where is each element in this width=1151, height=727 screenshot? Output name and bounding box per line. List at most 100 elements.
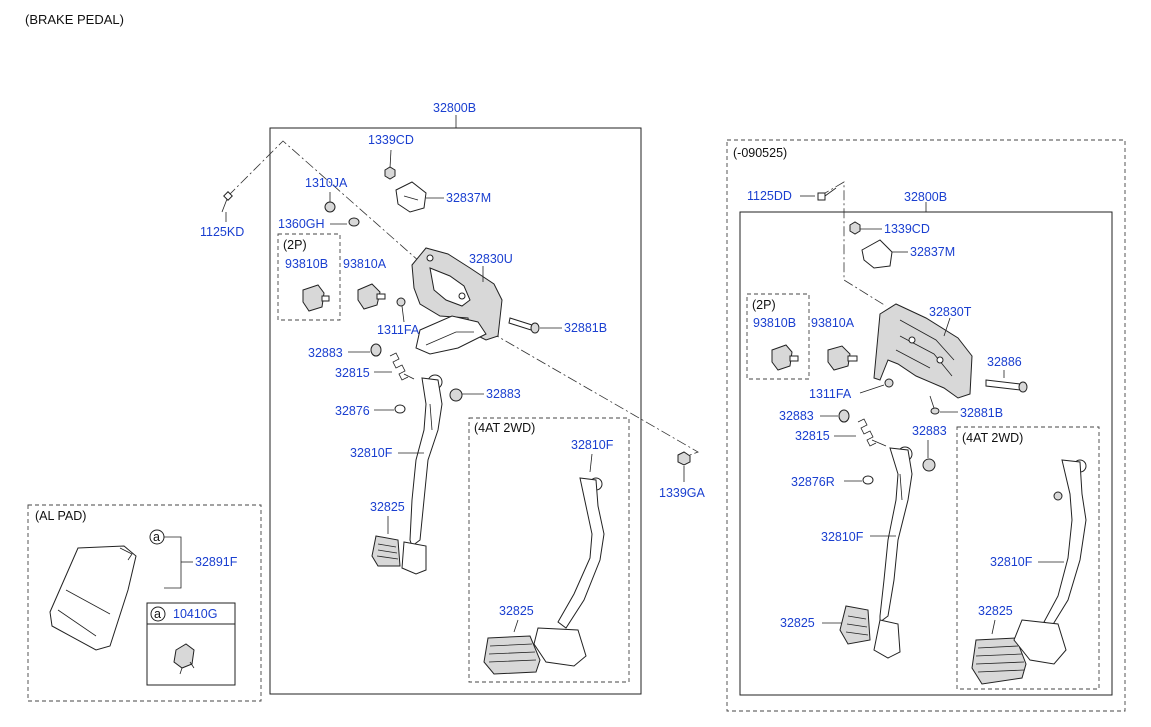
switch-93810B-icon [771,344,799,371]
bracket-32837M-icon [861,239,893,269]
part-1125KD[interactable]: 1125KD [200,225,244,239]
part-32830T[interactable]: 32830T [929,305,972,319]
left-assembly: 32800B 1125KD 1339CD 1310JA 1360GH 32837… [200,101,706,695]
part-32810F-at-right[interactable]: 32810F [990,555,1033,569]
part-1125DD[interactable]: 1125DD [747,189,792,203]
group-label-2p: (2P) [283,238,307,252]
bolt-1125DD-icon [817,187,837,201]
part-32883-right[interactable]: 32883 [779,409,814,423]
variant-label: (-090525) [733,146,787,160]
part-32876[interactable]: 32876 [335,404,370,418]
bushing-icon [838,409,850,423]
part-1339GA[interactable]: 1339GA [659,486,706,500]
part-32891F[interactable]: 32891F [195,555,238,569]
part-32883-right-b[interactable]: 32883 [912,424,947,438]
bolt-32881B-icon [508,317,540,334]
part-32825-right[interactable]: 32825 [780,616,815,630]
bracket-32830U-icon [411,247,503,355]
part-32815[interactable]: 32815 [335,366,370,380]
pin-32886-icon [985,379,1028,393]
part-10410G[interactable]: 10410G [173,607,217,621]
brake-pedal-arm-icon [879,446,913,623]
bolt-1125KD-icon [221,191,233,213]
left-main-box [269,127,642,695]
clip-10410G-icon [173,643,195,675]
group-variant [726,139,1126,712]
part-32881B[interactable]: 32881B [564,321,607,335]
chain-line [489,331,699,459]
al-pad-group: (AL PAD) a 32891F a 10410G [27,504,262,702]
nut-icon [884,378,894,388]
switch-93810B-icon [302,284,330,312]
part-32810F-right[interactable]: 32810F [821,530,864,544]
page-title: (BRAKE PEDAL) [25,12,124,27]
part-93810A-right[interactable]: 93810A [811,316,855,330]
part-1310JA[interactable]: 1310JA [305,176,348,190]
pedal-pad-icon [371,535,401,567]
callout-a-label: a [154,607,161,621]
pedal-pad-icon [401,541,427,575]
stopper-icon [862,475,874,485]
part-32883[interactable]: 32883 [308,346,343,360]
al-pad-icon [49,545,137,651]
bushing-icon [922,458,936,472]
group-label-2p: (2P) [752,298,776,312]
part-32881B-right[interactable]: 32881B [960,406,1003,420]
group-4at2wd-left [468,417,630,683]
part-32800B[interactable]: 32800B [433,101,476,115]
part-32815-right[interactable]: 32815 [795,429,830,443]
fastener-box [146,602,236,686]
right-assembly: (-090525) 32800B 1125DD 1339CD 32837M (2… [726,139,1126,712]
part-32876R[interactable]: 32876R [791,475,835,489]
part-32825[interactable]: 32825 [370,500,405,514]
part-93810A[interactable]: 93810A [343,257,387,271]
group-label-4at2wd: (4AT 2WD) [474,421,535,435]
part-32837M[interactable]: 32837M [446,191,491,205]
nut-icon [849,221,861,235]
part-1339CD[interactable]: 1339CD [368,133,414,147]
bushing-icon [370,343,382,357]
nut-icon [677,451,691,466]
part-32810F-at[interactable]: 32810F [571,438,614,452]
bushing-icon [449,388,463,402]
pedal-pad-icon [873,619,901,659]
part-32830U[interactable]: 32830U [469,252,513,266]
chain-line [227,140,421,263]
part-32810F[interactable]: 32810F [350,446,393,460]
part-32886[interactable]: 32886 [987,355,1022,369]
group-2p-left [277,233,341,321]
spring-icon [389,352,415,381]
group-label-al-pad: (AL PAD) [35,509,86,523]
stopper-icon [394,404,406,414]
clip-icon [348,217,360,227]
part-32825-at[interactable]: 32825 [499,604,534,618]
part-1311FA[interactable]: 1311FA [377,323,420,337]
chain-line [819,181,887,307]
part-32800B-right[interactable]: 32800B [904,190,947,204]
part-1360GH[interactable]: 1360GH [278,217,325,231]
part-1339CD-right[interactable]: 1339CD [884,222,930,236]
nut-icon [396,297,406,307]
brake-pedal-arm-icon [409,374,443,547]
pedal-arm-at-icon [1043,459,1087,627]
part-32883[interactable]: 32883 [486,387,521,401]
callout-a-label: a [153,530,160,544]
bracket-32830T-icon [873,303,973,399]
group-al-pad [27,504,262,702]
part-32825-at-right[interactable]: 32825 [978,604,1013,618]
part-32837M-right[interactable]: 32837M [910,245,955,259]
switch-93810A-icon [827,345,858,371]
pedal-pad-at-icon [483,627,587,675]
pedal-pad-icon [839,605,871,645]
group-label-4at2wd: (4AT 2WD) [962,431,1023,445]
part-93810B-right[interactable]: 93810B [753,316,796,330]
callout-a [150,606,166,622]
pedal-arm-at-icon [557,477,605,629]
group-4at2wd-right [956,426,1100,690]
switch-93810A-icon [357,283,386,310]
part-93810B[interactable]: 93810B [285,257,328,271]
group-2p-right [746,293,810,380]
pedal-pad-at-icon [971,619,1067,685]
part-1311FA-right[interactable]: 1311FA [809,387,852,401]
